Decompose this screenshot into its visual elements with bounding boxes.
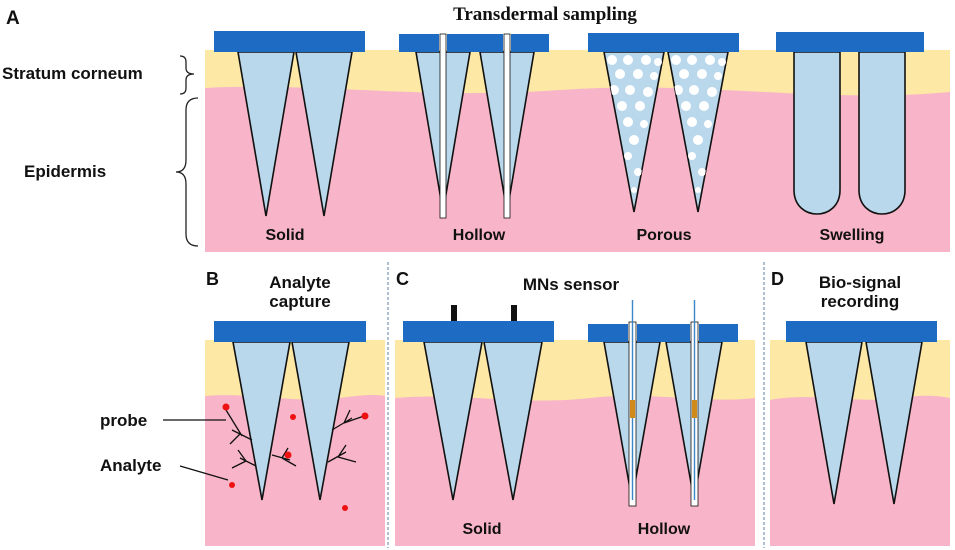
type-label-porous: Porous	[636, 227, 691, 244]
analyte-label: Analyte	[100, 456, 161, 475]
sensor-connector	[511, 305, 517, 322]
porous-base	[588, 33, 739, 52]
hollow-channel	[503, 33, 511, 219]
epidermis-label: Epidermis	[24, 162, 106, 181]
panel-c-title: MNs sensor	[523, 275, 620, 294]
sensor-electrode	[630, 400, 635, 418]
panel-d-skin	[770, 340, 950, 546]
capture-base	[214, 321, 366, 342]
panel-letter-c: C	[396, 269, 409, 289]
swelling-base	[776, 32, 924, 52]
analyte-dot	[361, 412, 369, 420]
type-label-solid: Solid	[265, 227, 304, 244]
probe-structures	[225, 409, 365, 469]
type-label-swelling: Swelling	[820, 227, 885, 244]
analyte-dot	[284, 451, 292, 459]
analyte-particles	[222, 403, 369, 511]
type-label-hollow: Hollow	[453, 227, 506, 244]
swelling-needle	[793, 51, 841, 215]
hollow-microneedles	[399, 33, 549, 219]
panel-a: A Transdermal sampling Stratum corneum E…	[2, 4, 950, 252]
swelling-needle	[858, 51, 906, 215]
porous-pores	[671, 55, 726, 193]
probe-label: probe	[100, 411, 147, 430]
epidermis-layer-d	[770, 395, 950, 546]
panel-letter-a: A	[6, 8, 20, 29]
sensor-solid-label: Solid	[462, 521, 501, 538]
sensor-connector	[451, 305, 457, 322]
stratum-corneum-label: Stratum corneum	[2, 64, 143, 83]
analyte-dot	[229, 482, 235, 488]
panel-b: B Analyte capture probe Analyte	[100, 269, 385, 546]
porous-pores	[607, 55, 662, 193]
solid-microneedles	[214, 31, 365, 217]
panel-letter-d: D	[771, 269, 784, 289]
analyte-dot	[342, 505, 348, 511]
analyte-pointer	[179, 465, 229, 481]
panel-letter-b: B	[206, 269, 219, 289]
hollow-base-segment	[447, 34, 503, 52]
epidermis-layer-c	[395, 395, 755, 546]
hollow-base-segment	[399, 34, 439, 52]
sensor-hollow-base-segment	[699, 324, 738, 342]
hollow-channel	[439, 33, 447, 219]
panel-d-title-line1: Bio-signal	[819, 273, 901, 292]
hollow-base-segment	[511, 34, 549, 52]
sensor-hollow-base-segment	[637, 324, 690, 342]
panel-b-title-line2: capture	[269, 292, 330, 311]
sensor-electrode	[692, 400, 697, 418]
stratum-brace	[179, 55, 195, 95]
epidermis-brace	[175, 97, 199, 247]
analyte-dot	[222, 403, 230, 411]
panel-d-title-line2: recording	[821, 292, 899, 311]
panel-c: C MNs sensor Solid Hollow	[395, 269, 755, 546]
panel-d: D Bio-signal recording	[770, 269, 950, 546]
porous-microneedles	[588, 33, 739, 213]
sensor-hollow-base-segment	[588, 324, 628, 342]
epidermis-layer-a	[205, 86, 950, 252]
panel-b-skin	[205, 340, 385, 546]
sensor-hollow-label: Hollow	[638, 521, 691, 538]
solid-base	[214, 31, 365, 52]
panel-a-title: Transdermal sampling	[453, 4, 637, 25]
panel-b-title-line1: Analyte	[269, 273, 330, 292]
sensor-solid-base	[403, 321, 554, 342]
recording-base	[786, 321, 937, 342]
swelling-microneedles	[776, 32, 924, 215]
analyte-dot	[290, 414, 296, 420]
